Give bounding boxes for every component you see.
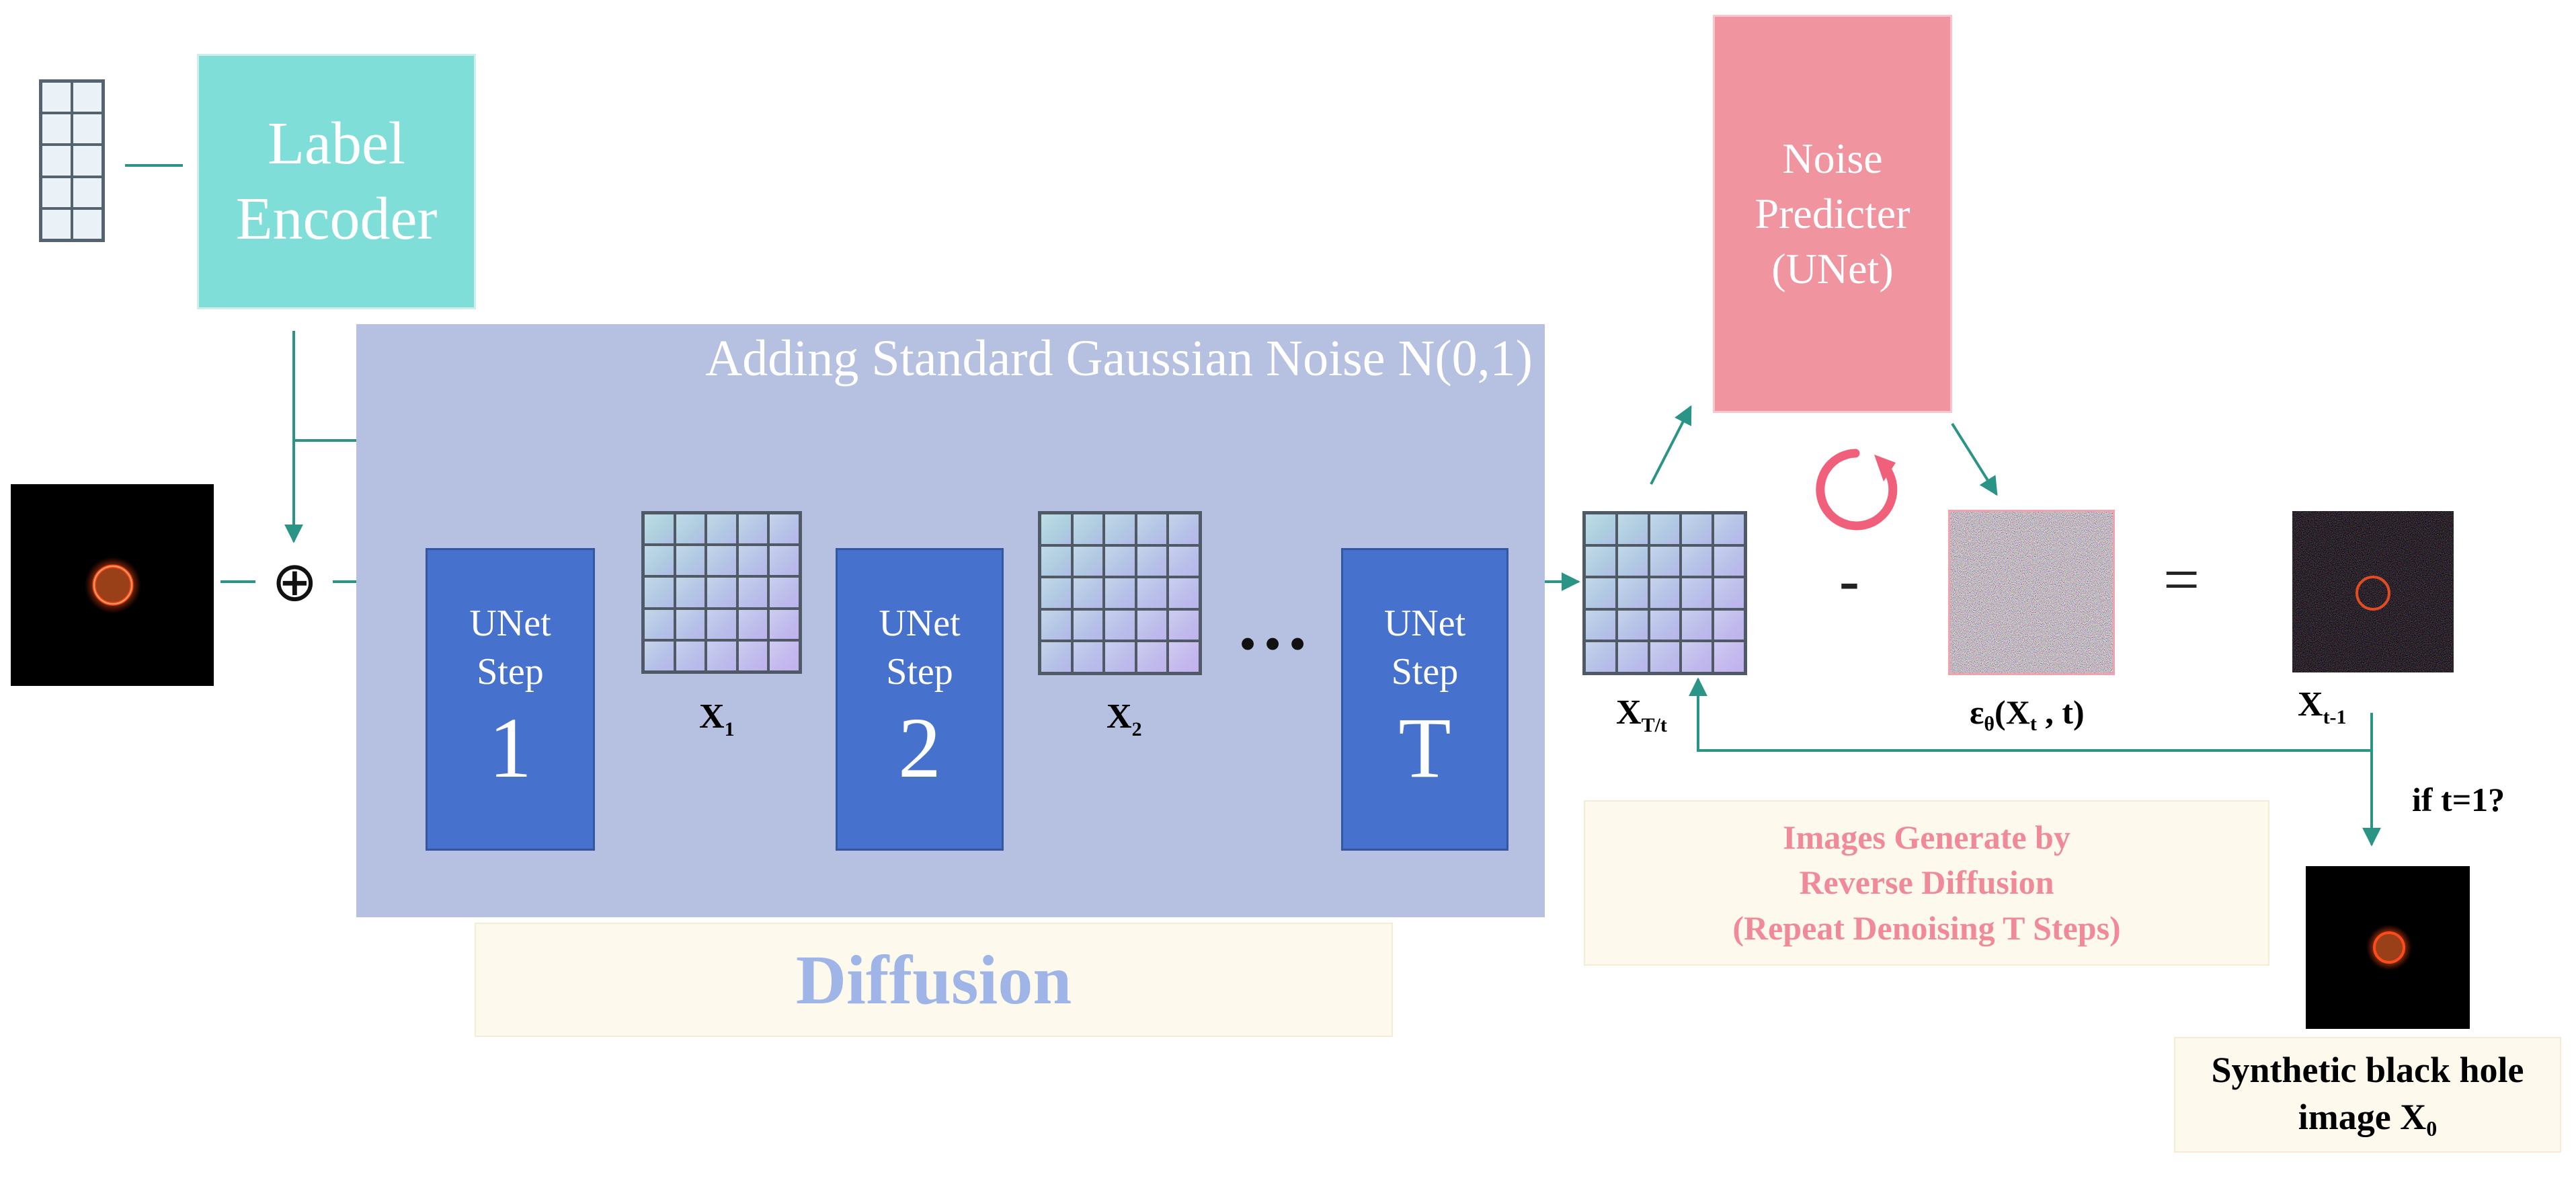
label-encoder-line1: Label: [268, 110, 405, 177]
output-black-hole-image: [2306, 866, 2470, 1029]
unet-step-number: T: [1398, 700, 1451, 796]
forward-diffusion-title: Adding Standard Gaussian Noise N(0,1): [705, 330, 1533, 387]
minus-operator: -: [1839, 547, 1859, 614]
latent-grid-x1: [641, 511, 802, 674]
latent-label-xt-1: Xt-1: [2298, 685, 2347, 728]
latent-label-x2: X2: [1106, 697, 1142, 740]
xT-to-predictor-arrow: [1650, 405, 1692, 485]
reverse-caption-line3: (Repeat Denoising T Steps): [1732, 909, 2121, 947]
output-caption-line2: image X0: [2298, 1097, 2438, 1141]
unet-step-word: Step: [1391, 650, 1459, 693]
input-black-hole-image: [11, 484, 214, 686]
unet-step-word: Step: [477, 650, 544, 693]
output-caption-line1: Synthetic black hole: [2211, 1050, 2524, 1091]
unet-step-word: Step: [886, 650, 953, 693]
noise-predictor-line1: Noise: [1782, 134, 1883, 183]
unet-step-T: UNet Step T: [1341, 548, 1508, 851]
unet-step-number: 1: [489, 700, 532, 796]
latent-grid-x2: [1038, 511, 1202, 675]
black-hole-ring-icon: [2366, 925, 2412, 970]
noise-predictor-line2: Predicter: [1755, 190, 1910, 238]
diffusion-caption: Diffusion: [475, 923, 1393, 1037]
unet-step-1: UNet Step 1: [426, 548, 595, 851]
black-hole-ring-icon: [85, 557, 141, 613]
epsilon-theta-label: εθ(Xt , t): [1970, 693, 2085, 735]
unet-step-word: UNet: [469, 603, 551, 644]
unet-step-2: UNet Step 2: [836, 548, 1004, 851]
refresh-icon: [1816, 449, 1898, 531]
feedback-loop-arrow: [1689, 677, 2373, 752]
noise-image: [1948, 510, 2115, 675]
noise-predictor-box: Noise Predicter (UNet): [1713, 15, 1952, 413]
denoised-image-xt-1: [2292, 511, 2454, 672]
output-caption: Synthetic black hole image X0: [2174, 1037, 2561, 1153]
label-encoder-line2: Encoder: [235, 186, 438, 252]
equals-operator: =: [2163, 543, 2200, 615]
unet-step-number: 2: [898, 700, 941, 796]
stop-condition-label: if t=1?: [2412, 781, 2505, 818]
latent-grid-xT: [1582, 511, 1747, 675]
predictor-to-noise-arrow: [1951, 422, 1998, 496]
ellipsis: …: [1236, 583, 1318, 665]
label-encoder-box: Label Encoder: [197, 54, 476, 309]
add-operator: ⊕: [272, 550, 318, 614]
reverse-caption-line2: Reverse Diffusion: [1799, 863, 2054, 902]
noise-predictor-line3: (UNet): [1771, 244, 1894, 293]
latent-label-x1: X1: [699, 697, 735, 740]
unet-step-word: UNet: [879, 603, 961, 644]
latent-label-xT: XT/t: [1616, 693, 1667, 736]
reverse-diffusion-caption: Images Generate by Reverse Diffusion (Re…: [1584, 800, 2269, 966]
table-icon: [39, 79, 105, 242]
reverse-caption-line1: Images Generate by: [1783, 818, 2070, 856]
unet-step-word: UNet: [1383, 603, 1466, 644]
